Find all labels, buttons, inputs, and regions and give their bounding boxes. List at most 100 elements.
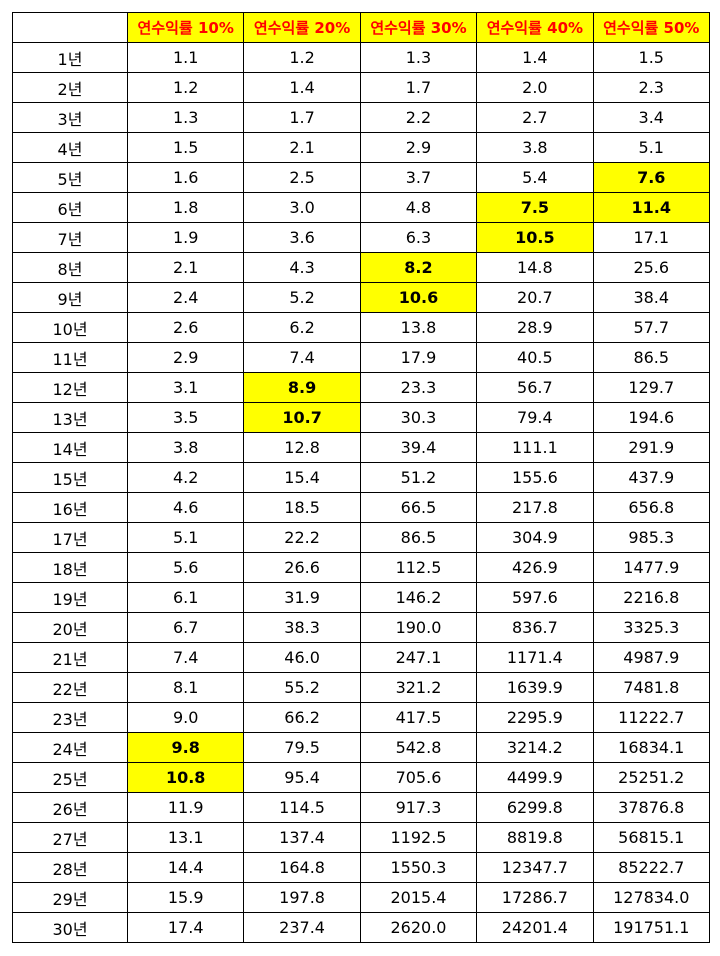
- value-cell: 1.3: [126, 102, 245, 133]
- year-cell: 27년: [12, 822, 128, 853]
- year-cell: 22년: [12, 672, 128, 703]
- header-row: 연수익률 10% 연수익률 20% 연수익률 30% 연수익률 40% 연수익률…: [12, 12, 710, 43]
- value-cell: 66.2: [243, 702, 361, 733]
- value-cell: 18.5: [243, 492, 361, 523]
- value-cell: 23.3: [359, 372, 478, 403]
- value-cell: 3.7: [359, 162, 478, 193]
- value-cell: 114.5: [243, 792, 361, 823]
- value-cell: 14.8: [476, 252, 594, 283]
- year-cell: 2년: [12, 72, 128, 103]
- corner-cell: [12, 12, 128, 43]
- year-cell: 25년: [12, 762, 128, 793]
- value-cell: 1.7: [359, 72, 478, 103]
- value-cell: 2.9: [359, 132, 478, 163]
- value-cell: 2.0: [476, 72, 594, 103]
- value-cell-highlighted: 10.6: [359, 282, 478, 313]
- value-cell: 542.8: [359, 732, 478, 763]
- value-cell: 39.4: [359, 432, 478, 463]
- value-cell: 1639.9: [476, 672, 594, 703]
- header-rate-30: 연수익률 30%: [359, 12, 478, 43]
- value-cell: 16834.1: [592, 732, 710, 763]
- value-cell: 1.6: [126, 162, 245, 193]
- value-cell: 917.3: [359, 792, 478, 823]
- value-cell: 1550.3: [359, 852, 478, 883]
- value-cell-highlighted: 8.2: [359, 252, 478, 283]
- value-cell: 985.3: [592, 522, 710, 553]
- value-cell: 6.1: [126, 582, 245, 613]
- year-cell: 15년: [12, 462, 128, 493]
- value-cell: 127834.0: [592, 882, 710, 913]
- header-rate-20: 연수익률 20%: [243, 12, 361, 43]
- compound-return-table: 연수익률 10% 연수익률 20% 연수익률 30% 연수익률 40% 연수익률…: [12, 12, 710, 943]
- value-cell: 20.7: [476, 282, 594, 313]
- value-cell: 111.1: [476, 432, 594, 463]
- value-cell: 1.4: [476, 42, 594, 73]
- value-cell: 95.4: [243, 762, 361, 793]
- year-cell: 1년: [12, 42, 128, 73]
- value-cell: 15.9: [126, 882, 245, 913]
- value-cell: 1.2: [126, 72, 245, 103]
- value-cell: 3214.2: [476, 732, 594, 763]
- value-cell: 291.9: [592, 432, 710, 463]
- value-cell: 5.1: [126, 522, 245, 553]
- year-cell: 13년: [12, 402, 128, 433]
- year-cell: 5년: [12, 162, 128, 193]
- value-cell: 426.9: [476, 552, 594, 583]
- value-cell: 656.8: [592, 492, 710, 523]
- value-cell: 8.1: [126, 672, 245, 703]
- value-cell: 2.9: [126, 342, 245, 373]
- year-cell: 20년: [12, 612, 128, 643]
- value-cell: 17.9: [359, 342, 478, 373]
- value-cell: 2.4: [126, 282, 245, 313]
- value-cell: 3.5: [126, 402, 245, 433]
- value-cell: 2295.9: [476, 702, 594, 733]
- value-cell: 1.7: [243, 102, 361, 133]
- value-cell: 86.5: [359, 522, 478, 553]
- year-cell: 21년: [12, 642, 128, 673]
- value-cell: 4.6: [126, 492, 245, 523]
- value-cell: 2.2: [359, 102, 478, 133]
- value-cell-highlighted: 10.5: [476, 222, 594, 253]
- value-cell: 112.5: [359, 552, 478, 583]
- year-cell: 26년: [12, 792, 128, 823]
- value-cell: 7.4: [126, 642, 245, 673]
- year-cell: 16년: [12, 492, 128, 523]
- value-cell: 1477.9: [592, 552, 710, 583]
- value-cell: 7481.8: [592, 672, 710, 703]
- year-cell: 19년: [12, 582, 128, 613]
- value-cell: 3.4: [592, 102, 710, 133]
- value-cell: 1.9: [126, 222, 245, 253]
- value-cell: 6299.8: [476, 792, 594, 823]
- value-cell: 85222.7: [592, 852, 710, 883]
- year-cell: 10년: [12, 312, 128, 343]
- value-cell: 2.7: [476, 102, 594, 133]
- value-cell: 164.8: [243, 852, 361, 883]
- year-cell: 7년: [12, 222, 128, 253]
- value-cell: 597.6: [476, 582, 594, 613]
- year-cell: 23년: [12, 702, 128, 733]
- value-cell: 7.4: [243, 342, 361, 373]
- value-cell: 86.5: [592, 342, 710, 373]
- value-cell: 3325.3: [592, 612, 710, 643]
- year-cell: 8년: [12, 252, 128, 283]
- value-cell: 6.3: [359, 222, 478, 253]
- value-cell: 66.5: [359, 492, 478, 523]
- value-cell: 3.8: [476, 132, 594, 163]
- value-cell-highlighted: 10.8: [126, 762, 245, 793]
